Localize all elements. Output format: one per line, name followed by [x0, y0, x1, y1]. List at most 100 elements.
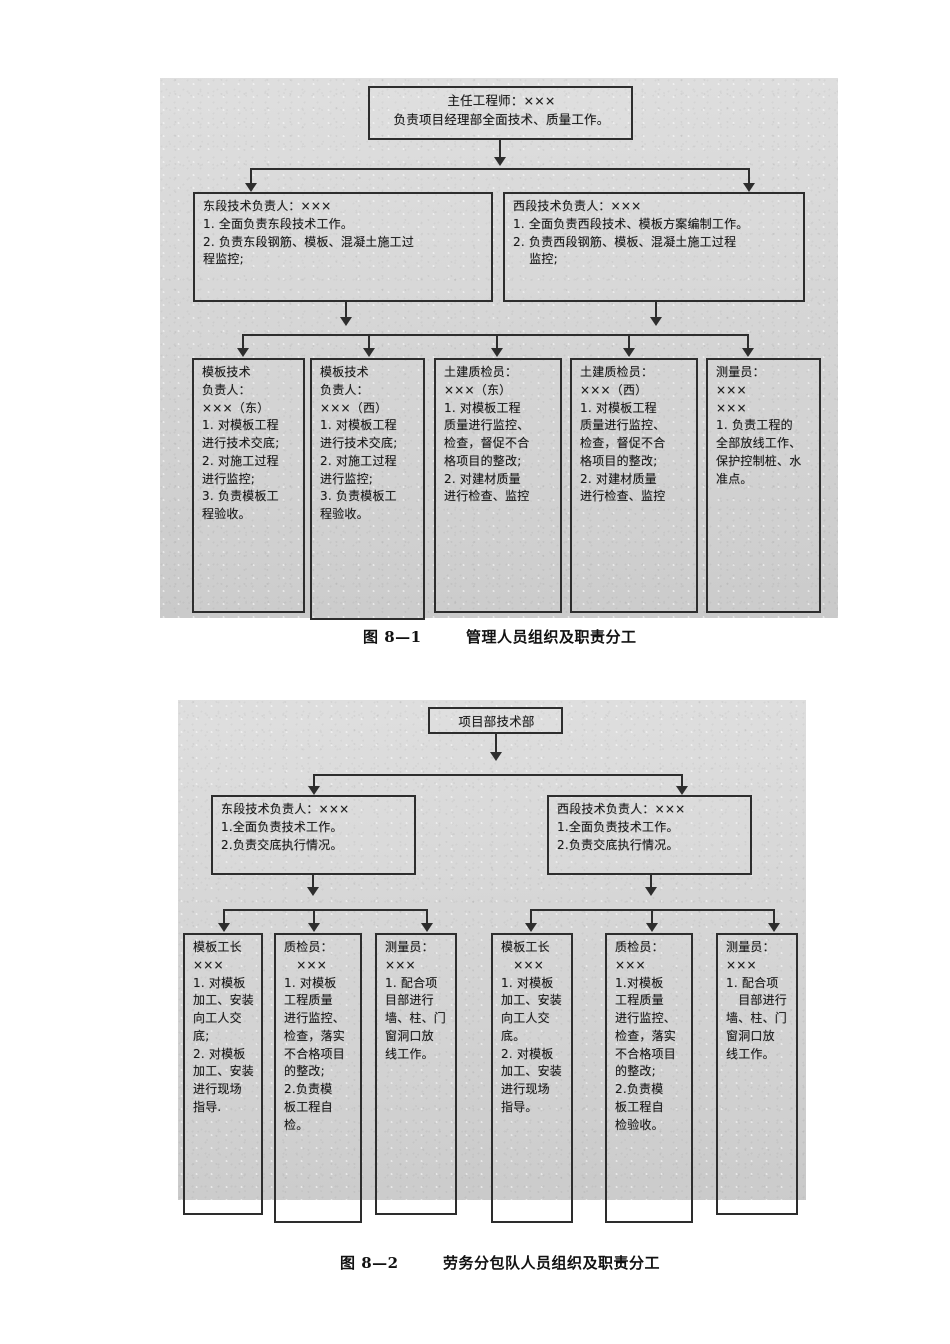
fig2-l3b5-l5: 进行监控、	[615, 1011, 677, 1025]
fig2-l3b5-l11: 检验收。	[615, 1117, 664, 1132]
fig1-l3b2-l8: 3. 负责模板工	[320, 489, 397, 504]
figure-8-1-caption-title: 管理人员组织及职责分工	[466, 628, 637, 646]
fig2-l3b5-l3: 1.对模板	[615, 975, 664, 990]
fig2-level3-box-6: 测量员： ××× 1. 配合项 目部进行 墙、柱、门 窗洞口放 线工作。	[716, 933, 798, 1215]
fig1-l3b3-l7: 2. 对建材质量	[444, 471, 521, 486]
fig2-drop-L1	[223, 909, 225, 925]
fig2-l3b2-l4: 工程质量	[284, 993, 333, 1008]
fig1-root-box: 主任工程师：××× 负责项目经理部全面技术、质量工作。	[368, 86, 633, 140]
figure-8-1-caption-number: 图 8—1	[363, 628, 422, 646]
fig2-l3b6-l3: 1. 配合项	[726, 975, 779, 990]
fig1-drop-l2-left	[250, 168, 252, 185]
fig2-l2-east-l3: 2.负责交底执行情况。	[221, 837, 343, 852]
fig2-l3b4-l8: 加工、安装	[501, 1064, 563, 1079]
fig2-l3b3-l2: ×××	[385, 957, 416, 972]
fig2-l3b2-l9: 2.负责模	[284, 1082, 333, 1096]
fig2-arrow-L2	[308, 923, 320, 932]
fig1-level2-box-east: 东段技术负责人：××× 1. 全面负责东段技术工作。 2. 负责东段钢筋、模板、…	[193, 192, 493, 302]
fig1-l2east-down	[345, 302, 347, 319]
fig2-drop-L2	[313, 909, 315, 925]
fig2-l3b5-l9: 2.负责模	[615, 1082, 664, 1096]
fig2-l3b1-l8: 加工、安装	[193, 1064, 255, 1079]
fig2-l3b6-l7: 线工作。	[726, 1046, 775, 1061]
fig1-l3b3-l2: ×××（东）	[444, 382, 512, 397]
fig2-l2-east-l2: 1.全面负责技术工作。	[221, 819, 343, 834]
fig1-level3-box-4: 土建质检员： ×××（西） 1. 对模板工程 质量进行监控、 检查，督促不合 格…	[570, 358, 698, 613]
fig1-l3b4-l5: 检查，督促不合	[580, 436, 666, 450]
fig2-l3b3-l7: 线工作。	[385, 1046, 434, 1061]
fig2-bus-left	[223, 909, 428, 911]
fig2-l2-east-l1: 东段技术负责人：×××	[221, 802, 350, 816]
fig1-arrow-3-4	[623, 348, 635, 357]
fig1-l3b1-l8: 3. 负责模板工	[202, 489, 279, 504]
fig1-l2-west-line-4: 监控;	[513, 252, 558, 267]
fig1-drop-3-2	[368, 334, 370, 350]
fig1-drop-3-1	[242, 334, 244, 350]
fig1-level3-box-5: 测量员： ××× ××× 1. 负责工程的 全部放线工作、 保护控制桩、水 准点…	[706, 358, 821, 613]
fig2-root-box: 项目部技术部	[428, 707, 563, 734]
fig2-arrow-L1	[218, 923, 230, 932]
fig1-l3b3-l6: 格项目的整改;	[444, 453, 522, 468]
fig1-l3b4-l4: 质量进行监控、	[580, 418, 666, 433]
fig2-arrow-L3	[421, 923, 433, 932]
fig2-l3b1-l5: 向工人交	[193, 1011, 242, 1025]
fig2-arrow-root	[490, 752, 502, 761]
fig1-l3b3-l1: 土建质检员：	[444, 365, 518, 379]
fig2-l3b1-l10: 指导.	[193, 1099, 222, 1114]
fig1-l3b2-l1: 模板技术	[320, 365, 369, 379]
fig1-arrow-root	[494, 157, 506, 166]
fig2-l3b4-l3: 1. 对模板	[501, 975, 554, 990]
fig2-l3b6-l2: ×××	[726, 957, 757, 972]
fig2-level2-box-west: 西段技术负责人：××× 1.全面负责技术工作。 2.负责交底执行情况。	[547, 795, 752, 875]
fig2-l3b2-l8: 的整改;	[284, 1064, 325, 1079]
fig2-l3b3-l4: 目部进行	[385, 993, 434, 1008]
fig2-l3b3-l3: 1. 配合项	[385, 975, 438, 990]
figure-8-2-caption-number: 图 8—2	[340, 1254, 399, 1272]
fig1-l3b2-l3: ×××（西）	[320, 400, 388, 415]
fig1-bus-level3	[242, 334, 747, 336]
fig1-l3b1-l4: 1. 对模板工程	[202, 418, 279, 433]
fig1-l2-east-line-4: 程监控;	[203, 252, 244, 267]
fig2-connector-root-down	[495, 734, 497, 754]
fig2-l3b1-l1: 模板工长	[193, 940, 242, 954]
fig1-connector-root-down	[499, 140, 501, 159]
fig2-l3b2-l7: 不合格项目	[284, 1046, 346, 1061]
fig2-arrow-l2east-down	[307, 887, 319, 896]
fig2-l3b5-l10: 板工程自	[615, 1099, 664, 1114]
fig1-l3b5-l5: 全部放线工作、	[716, 436, 802, 450]
fig1-bus-level2	[250, 168, 750, 170]
fig2-l3b3-l1: 测量员：	[385, 940, 434, 954]
fig1-l3b1-l5: 进行技术交底;	[202, 436, 280, 450]
fig2-l3b5-l4: 工程质量	[615, 993, 664, 1008]
fig1-root-line-1: 主任工程师：×××	[447, 93, 556, 108]
fig2-l3b4-l4: 加工、安装	[501, 993, 563, 1008]
fig1-arrow-3-1	[237, 348, 249, 357]
fig1-l3b5-l2: ×××	[716, 382, 747, 397]
fig2-arrow-l2west-down	[645, 887, 657, 896]
fig1-arrow-3-3	[491, 348, 503, 357]
fig1-l3b4-l6: 格项目的整改;	[580, 453, 658, 468]
fig2-l3b1-l4: 加工、安装	[193, 993, 255, 1008]
fig2-l3b2-l2: ×××	[284, 957, 327, 972]
fig1-l3b1-l1: 模板技术	[202, 365, 251, 379]
fig1-l3b5-l7: 准点。	[716, 471, 753, 486]
fig2-l3b4-l9: 进行现场	[501, 1082, 550, 1096]
fig1-l3b2-l5: 进行技术交底;	[320, 436, 398, 450]
fig1-l3b4-l8: 进行检查、监控	[580, 489, 666, 504]
fig2-l3b1-l6: 底;	[193, 1028, 210, 1043]
fig1-level3-box-2: 模板技术 负责人： ×××（西） 1. 对模板工程 进行技术交底; 2. 对施工…	[310, 358, 425, 620]
fig2-l3b4-l10: 指导。	[501, 1099, 538, 1114]
fig2-l3b1-l9: 进行现场	[193, 1082, 242, 1096]
fig1-arrow-l2-right	[743, 183, 755, 192]
fig1-arrow-3-5	[742, 348, 754, 357]
fig2-drop-R1	[530, 909, 532, 925]
fig2-l3b2-l1: 质检员：	[284, 940, 333, 954]
fig1-l3b3-l4: 质量进行监控、	[444, 418, 530, 433]
fig2-l3b2-l10: 板工程自	[284, 1099, 333, 1114]
fig1-arrow-3-2	[363, 348, 375, 357]
fig1-l3b2-l9: 程验收。	[320, 507, 369, 521]
fig1-l2-west-line-3: 2. 负责西段钢筋、模板、混凝土施工过程	[513, 234, 737, 249]
fig1-l3b1-l2: 负责人：	[202, 382, 251, 397]
fig2-l2-west-l1: 西段技术负责人：×××	[557, 802, 686, 816]
fig2-l3b2-l11: 检。	[284, 1117, 309, 1132]
